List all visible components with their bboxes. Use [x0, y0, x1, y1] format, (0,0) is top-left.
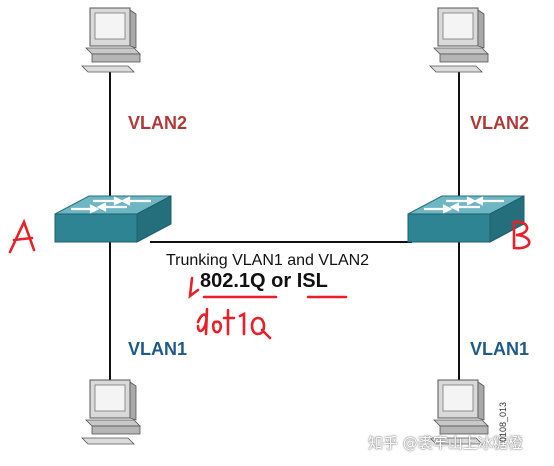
handwritten-note-dot1q: [196, 307, 272, 340]
vlan-label-bottom-right: VLAN1: [470, 339, 530, 359]
pc-icon-top-left: [81, 7, 141, 73]
protocol-label: 802.1Q or ISL: [200, 270, 328, 292]
switch-icon-a: [53, 194, 173, 244]
annotation-mark-a: [8, 218, 36, 254]
vlan-label-top-right: VLAN2: [470, 113, 530, 133]
trunk-label: Trunking VLAN1 and VLAN2: [166, 252, 370, 269]
pc-icon-bottom-left: [81, 379, 141, 445]
switch-icon-b: [406, 194, 526, 244]
vlan-label-bottom-left: VLAN1: [128, 339, 188, 359]
annotation-tick: [188, 276, 200, 299]
vlan-label-top-left: VLAN2: [128, 113, 188, 133]
figure-id: 0108_013: [498, 401, 508, 442]
watermark: 知乎 @裘牢山上冰糖橙: [368, 434, 523, 452]
pc-icon-top-right: [429, 7, 489, 73]
annotation-mark-b: [512, 220, 531, 250]
